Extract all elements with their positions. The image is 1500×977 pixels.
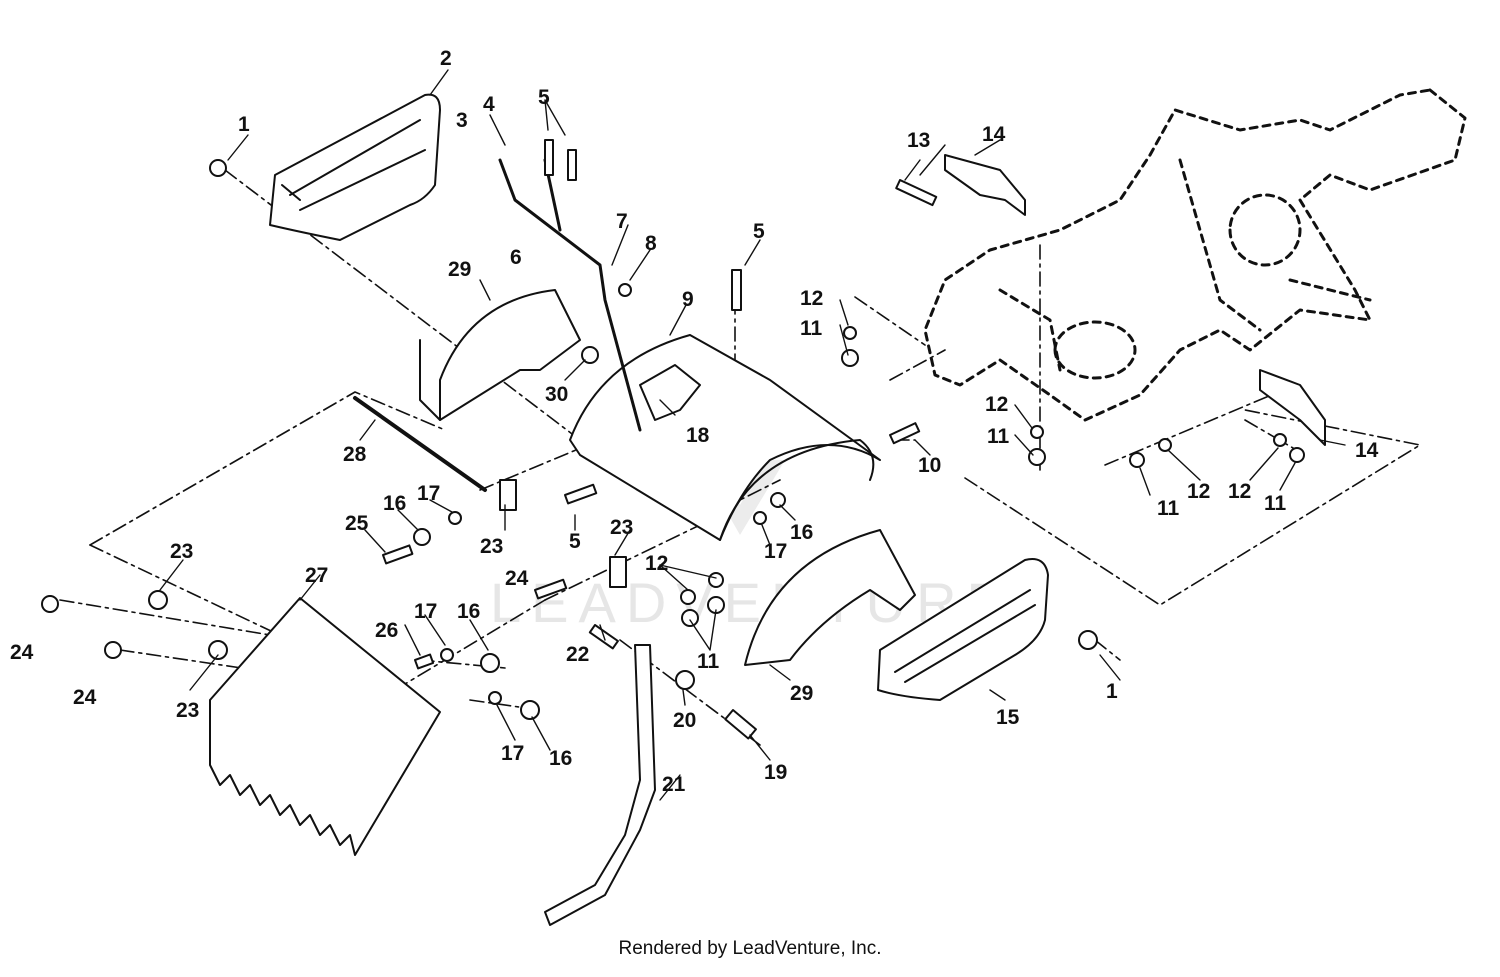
callout-23: 23 <box>170 540 193 563</box>
callout-17: 17 <box>501 742 524 765</box>
callout-25: 25 <box>345 512 369 535</box>
callout-24: 24 <box>73 686 97 709</box>
callout-5: 5 <box>538 86 550 109</box>
callout-16: 16 <box>383 492 406 515</box>
callout-30: 30 <box>545 383 568 406</box>
callout-12: 12 <box>645 552 668 575</box>
callout-4: 4 <box>483 93 495 116</box>
callout-11: 11 <box>987 425 1010 448</box>
callout-26: 26 <box>375 619 398 642</box>
callout-11: 11 <box>800 317 823 340</box>
footer-credit: Rendered by LeadVenture, Inc. <box>618 938 882 959</box>
drag-bar-plate <box>209 597 441 856</box>
callout-24: 24 <box>10 641 34 664</box>
callout-23: 23 <box>176 699 199 722</box>
callout-15: 15 <box>996 706 1020 729</box>
callout-1: 1 <box>238 113 250 136</box>
callout-17: 17 <box>764 540 787 563</box>
callout-5: 5 <box>753 220 765 243</box>
callout-16: 16 <box>457 600 480 623</box>
callout-13: 13 <box>907 129 930 152</box>
callout-16: 16 <box>790 521 813 544</box>
callout-16: 16 <box>549 747 572 770</box>
callout-11: 11 <box>1264 492 1287 515</box>
callout-24: 24 <box>505 567 529 590</box>
callout-29: 29 <box>448 258 471 281</box>
callout-19: 19 <box>764 761 787 784</box>
leader-lines <box>159 69 1346 801</box>
bracket-14-lower <box>1259 369 1326 446</box>
callout-5: 5 <box>569 530 581 553</box>
callout-10: 10 <box>918 454 941 477</box>
callout-22: 22 <box>566 643 589 666</box>
callout-20: 20 <box>673 709 696 732</box>
left-side-shield <box>269 93 441 241</box>
callout-29: 29 <box>790 682 813 705</box>
upper-shield-29 <box>439 289 581 421</box>
callout-12: 12 <box>800 287 823 310</box>
callout-labels: 1 1 2 3 4 5 5 5 6 7 8 9 10 11 11 11 11 1… <box>10 47 1379 796</box>
callout-17: 17 <box>417 482 440 505</box>
callout-11: 11 <box>697 650 720 673</box>
callout-27: 27 <box>305 564 328 587</box>
callout-12: 12 <box>985 393 1008 416</box>
tiller-frame-outline <box>923 88 1467 422</box>
callout-21: 21 <box>662 773 686 796</box>
callout-28: 28 <box>343 443 367 466</box>
callout-6: 6 <box>510 246 522 269</box>
callout-14: 14 <box>1355 439 1379 462</box>
callout-14: 14 <box>982 123 1006 146</box>
callout-9: 9 <box>682 288 694 311</box>
rod <box>353 396 487 492</box>
callout-23: 23 <box>480 535 503 558</box>
callout-23: 23 <box>610 516 633 539</box>
callout-2: 2 <box>440 47 452 70</box>
hardware <box>41 139 1305 740</box>
bracket-14-upper <box>944 154 1026 216</box>
callout-8: 8 <box>645 232 657 255</box>
callout-3: 3 <box>456 109 468 132</box>
watermark-text: LEADVENTURE <box>490 571 1014 634</box>
callout-1: 1 <box>1106 680 1118 703</box>
callout-12: 12 <box>1187 480 1210 503</box>
callout-17: 17 <box>414 600 437 623</box>
callout-18: 18 <box>686 424 710 447</box>
control-rod <box>498 158 642 432</box>
depth-stake <box>544 644 656 926</box>
callout-7: 7 <box>616 210 628 233</box>
lower-shield-29 <box>744 529 916 666</box>
callout-11: 11 <box>1157 497 1180 520</box>
tine-hood <box>569 334 881 541</box>
callout-12: 12 <box>1228 480 1251 503</box>
